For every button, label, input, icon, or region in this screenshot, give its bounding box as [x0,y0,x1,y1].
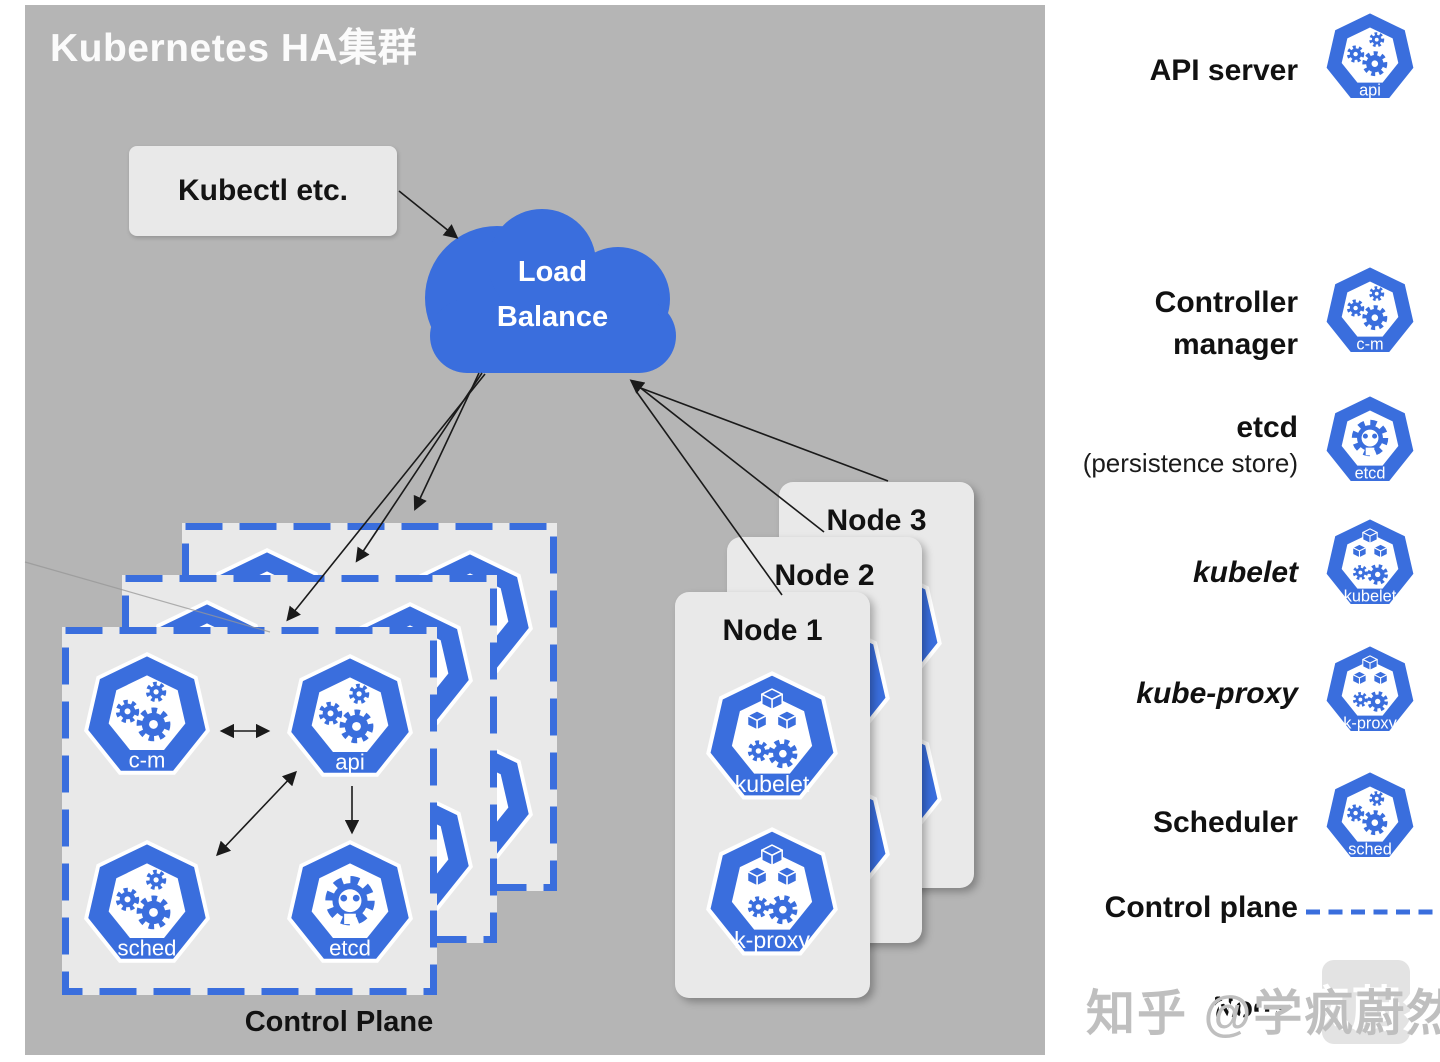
svg-text:etcd: etcd [329,935,371,960]
legend-scheduler: Scheduler [1153,802,1298,844]
svg-text:api: api [1359,81,1381,99]
control-plane-label: Control Plane [244,1006,434,1038]
page-title: Kubernetes HA集群 [50,27,418,70]
controller-manager-icon: c-m [84,652,210,775]
kubelet-icon: kubelet [704,668,840,804]
svg-text:c-m: c-m [129,747,166,772]
svg-text:kubelet: kubelet [735,771,810,797]
legend-kube-proxy: kube-proxy [1136,673,1298,715]
legend-cm-label-line2: manager [1172,328,1298,361]
load-balancer-label-line2: Balance [496,301,609,333]
legend-kube-proxy-icon: k-proxy [1323,643,1417,734]
legend-etcd-sublabel: (persistence store) [1082,448,1298,478]
control-plane-dash-swatch [1306,909,1440,915]
svg-text:k-proxy: k-proxy [1343,714,1397,732]
etcd-icon: etcd [287,840,413,963]
control-plane-box-1: c-m api sched etcd [62,627,437,995]
svg-text:api: api [335,749,364,774]
load-balancer-label-line1: Load [517,256,588,288]
scheduler-icon: sched [84,840,210,963]
legend-etcd: etcd (persistence store) [1083,410,1298,480]
api-server-icon: api [287,654,413,777]
legend-control-plane-label: Control plane [1104,891,1298,924]
legend-node: Node [1213,987,1288,1029]
node3-label: Node 3 [826,504,927,537]
legend-api-server: API server [1150,50,1298,92]
legend-kubelet-label: kubelet [1192,556,1298,589]
svg-text:c-m: c-m [1356,335,1383,353]
kubectl-label: Kubectl etc. [177,174,349,207]
legend-scheduler-label: Scheduler [1152,806,1298,839]
load-balancer-cloud-icon [425,209,676,373]
svg-text:sched: sched [1348,840,1392,858]
svg-text:kubelet: kubelet [1344,587,1397,605]
legend-api-icon: api [1323,10,1417,101]
kubectl-box: Kubectl etc. [129,146,397,236]
node2-label: Node 2 [774,559,875,592]
legend-cm-icon: c-m [1323,264,1417,355]
legend-scheduler-icon: sched [1323,769,1417,860]
legend-kube-proxy-label: kube-proxy [1136,677,1298,710]
node1-label: Node 1 [722,614,823,647]
legend-kubelet-icon: kubelet [1323,516,1417,607]
legend-etcd-label: etcd [1236,411,1298,444]
svg-text:sched: sched [118,935,177,960]
legend-api-server-label: API server [1149,54,1298,87]
legend-control-plane: Control plane [1105,887,1298,929]
legend-controller-manager: Controller manager [1155,282,1298,366]
watermark: 知乎 @学疯蔚然 [1086,987,1440,1041]
legend-node-label: Node [1213,991,1288,1024]
svg-text:etcd: etcd [1355,464,1386,482]
node-card-swatch [1322,960,1410,1044]
legend-kubelet: kubelet [1193,552,1298,594]
node-card-1: Node 1 kubelet k-proxy [675,592,870,998]
legend-etcd-icon: etcd [1323,393,1417,484]
load-balancer-label: Load Balance [420,250,685,340]
svg-text:k-proxy: k-proxy [734,927,810,953]
legend-cm-label-line1: Controller [1154,286,1298,319]
kube-proxy-icon: k-proxy [704,824,840,960]
